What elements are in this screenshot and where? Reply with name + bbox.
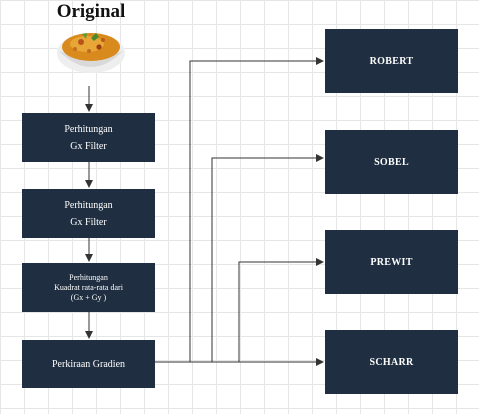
arrow-to-prewit — [155, 258, 324, 363]
output-prewit-box: PREWIT — [325, 230, 458, 294]
step-mean-square-box: Perhitungan Kuadrat rata-rata dari (Gx +… — [22, 263, 155, 312]
step-1-line-1: Perhitungan — [64, 123, 113, 135]
step-1-line-2: Gx Filter — [70, 140, 107, 152]
output-sobel-box: SOBEL — [325, 130, 458, 194]
step-2-line-1: Perhitungan — [64, 199, 113, 211]
output-scharr-label: SCHARR — [369, 356, 414, 368]
step-gx-filter-box: Perhitungan Gx Filter — [22, 113, 155, 162]
step-3-line-1: Perhitungan — [69, 272, 108, 282]
output-sobel-label: SOBEL — [374, 156, 409, 168]
output-robert-label: ROBERT — [369, 55, 414, 67]
step-gx-filter-box-2: Perhitungan Gx Filter — [22, 189, 155, 238]
step-gradient-estimate-box: Perkiraan Gradien — [22, 340, 155, 388]
step-4-line-1: Perkiraan Gradien — [51, 358, 126, 370]
step-2-line-2: Gx Filter — [70, 216, 107, 228]
step-3-line-3: (Gx + Gy ) — [70, 292, 107, 302]
diagram-title: Original — [56, 1, 126, 22]
output-prewit-label: PREWIT — [370, 256, 413, 268]
output-scharr-box: SCHARR — [325, 330, 458, 394]
food-image — [57, 33, 125, 73]
output-robert-box: ROBERT — [325, 29, 458, 93]
step-3-line-2: Kuadrat rata-rata dari — [54, 282, 123, 292]
